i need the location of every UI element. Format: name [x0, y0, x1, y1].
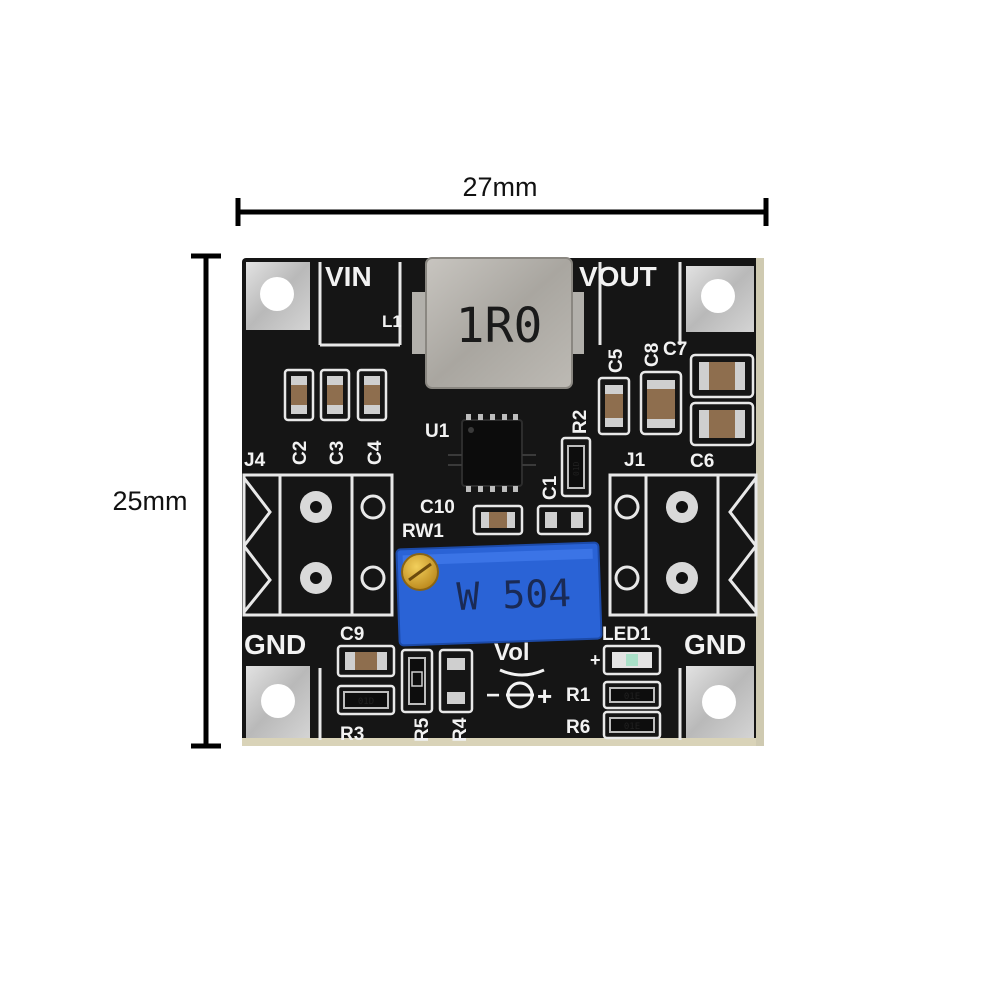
resistor-r3: 01D — [336, 684, 396, 716]
c1-label: C1 — [540, 475, 561, 500]
vol-adjust-symbol — [499, 668, 545, 709]
r3-label: R3 — [340, 724, 364, 745]
r1-label: R1 — [566, 685, 591, 706]
vol-label: Vol — [494, 639, 530, 666]
potentiometer-marking: W 504 — [456, 571, 572, 619]
capacitor-c9 — [336, 644, 396, 678]
r6-label: R6 — [566, 717, 590, 738]
gnd-left-label: GND — [244, 629, 306, 660]
c9-label: C9 — [340, 624, 364, 645]
vol-plus-label: + — [537, 681, 552, 711]
potentiometer-rw1[interactable]: W 504 — [395, 541, 603, 647]
r5-label: R5 — [412, 717, 433, 742]
c10-label: C10 — [420, 497, 455, 518]
c6-label: C6 — [690, 451, 714, 472]
inductor-ref-label: L1 — [382, 312, 402, 331]
vin-label: VIN — [325, 261, 372, 292]
resistor-r5 — [400, 648, 434, 714]
j1-label: J1 — [624, 450, 646, 471]
u1-label: U1 — [425, 421, 450, 442]
r2-code: 01D — [572, 461, 581, 476]
inductor-l1: 1R0 — [412, 257, 584, 389]
resistor-r4 — [438, 648, 474, 714]
mounting-hole-top-right — [686, 266, 754, 332]
led1-label: LED1 — [602, 624, 651, 645]
connector-j4 — [242, 473, 394, 617]
capacitor-c4 — [356, 368, 388, 422]
j4-label: J4 — [244, 450, 266, 471]
capacitor-c5 — [597, 376, 631, 436]
chip-u1 — [461, 414, 523, 492]
gnd-right-label: GND — [684, 629, 746, 660]
mounting-hole-top-left — [246, 262, 310, 330]
width-dimension-label: 27mm — [462, 172, 537, 202]
chip-traces — [448, 454, 536, 466]
r6-code: 01E — [624, 722, 640, 732]
c4-label: C4 — [365, 440, 386, 465]
connector-j1-pins — [666, 491, 698, 594]
mounting-hole-bottom-left — [246, 666, 310, 738]
c7-label: C7 — [663, 339, 687, 360]
inductor-marking: 1R0 — [456, 298, 543, 354]
width-dimension: 27mm — [235, 172, 769, 226]
c3-label: C3 — [327, 441, 348, 465]
resistor-r6: 01E — [602, 710, 662, 740]
c5-label: C5 — [606, 348, 627, 373]
capacitor-c10 — [472, 504, 524, 536]
mounting-hole-bottom-right — [686, 666, 754, 738]
r2-label: R2 — [570, 410, 591, 434]
r1-code: 01E — [624, 692, 640, 702]
capacitor-c3 — [319, 368, 351, 422]
rw1-label: RW1 — [402, 521, 444, 542]
capacitor-c2 — [283, 368, 315, 422]
capacitor-c7 — [689, 353, 755, 399]
capacitor-c6 — [689, 401, 755, 447]
height-dimension-label: 25mm — [112, 486, 187, 516]
c2-label: C2 — [290, 441, 311, 465]
r4-label: R4 — [450, 717, 471, 742]
silkscreen-outlines — [318, 262, 682, 740]
connector-j4-pins — [300, 491, 332, 594]
capacitor-c1 — [536, 504, 592, 536]
led-polarity-label: + — [590, 650, 601, 670]
r3-code: 01D — [358, 697, 374, 707]
led-1 — [602, 644, 662, 676]
resistor-r1: 01E — [602, 680, 662, 710]
height-dimension: 25mm — [112, 253, 221, 749]
connector-j1 — [608, 473, 758, 617]
pcb-board: 1R0 L1 VIN VOUT GND GND C2 C3 C4 — [242, 257, 764, 746]
c8-label: C8 — [642, 343, 663, 367]
capacitor-c8 — [639, 370, 683, 436]
resistor-r2: 01D — [560, 436, 592, 498]
vout-label: VOUT — [579, 261, 657, 292]
vol-minus-label: − — [486, 682, 500, 709]
